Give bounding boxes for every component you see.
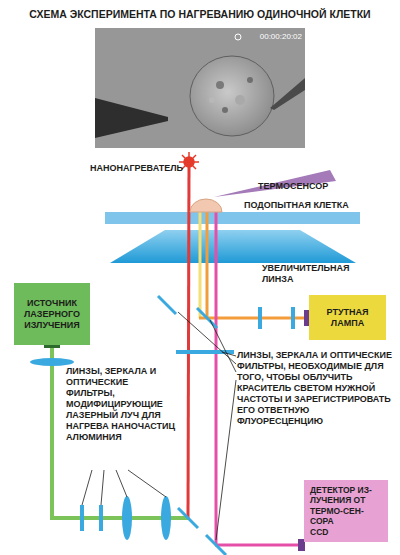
pipette — [270, 78, 305, 110]
fluorescence-beam — [215, 206, 218, 545]
mirror — [178, 508, 198, 528]
timer-icon — [235, 34, 241, 40]
ray — [182, 155, 196, 169]
cell-image — [190, 56, 274, 136]
node-text: ДЕТЕКТОР ИЗ-ЛУЧЕНИЯ ОТ ТЕРМО-СЕН-СОРА — [310, 485, 385, 527]
node-text: ИСТОЧНИК ЛАЗЕРНОГО ИЗЛУЧЕНИЯ — [16, 298, 88, 331]
timestamp: 00:00:20:02 — [236, 32, 302, 42]
test-cell — [190, 199, 222, 212]
part-label: НАНОНАГРЕВАТЕЛЬ — [90, 163, 180, 174]
mercury-lamp-box: РТУТНАЯ ЛАМПА — [309, 295, 386, 340]
nanoheater-symbol — [179, 152, 199, 172]
micrograph — [95, 28, 305, 148]
heater-core — [184, 157, 194, 167]
fluorescence-beam — [215, 544, 300, 547]
laser-beam — [50, 347, 54, 518]
leader-line — [216, 380, 236, 540]
leader-line — [178, 312, 236, 364]
lens — [122, 496, 132, 540]
filter — [258, 307, 262, 329]
part-label: ПОДОПЫТНАЯ КЛЕТКА — [244, 200, 364, 211]
cell-texture — [222, 107, 228, 113]
cell-texture — [209, 97, 215, 103]
part-label: УВЕЛИЧИТЕЛЬНАЯ ЛИНЗА — [262, 263, 352, 285]
note: ЛИНЗЫ, ЗЕРКАЛА И ОПТИЧЕСКИЕ ФИЛЬТРЫ, МОД… — [66, 366, 178, 443]
mirror — [158, 296, 176, 314]
leader-line — [82, 470, 92, 505]
pipette — [95, 98, 168, 138]
detector-box: ДЕТЕКТОР ИЗ-ЛУЧЕНИЯ ОТ ТЕРМО-СЕН-СОРАCCD — [304, 480, 388, 542]
excitation-beam — [206, 206, 209, 318]
filter — [99, 505, 103, 531]
leader-line — [210, 320, 236, 372]
mirror — [197, 308, 217, 328]
note: ЛИНЗЫ, ЗЕРКАЛА И ОПТИЧЕСКИЕ ФИЛЬТРЫ, НЕО… — [237, 350, 397, 427]
part-label: ТЕРМОСЕНСОР — [258, 181, 358, 192]
laser-source-box: ИСТОЧНИК ЛАЗЕРНОГО ИЗЛУЧЕНИЯ — [14, 283, 90, 345]
cell-texture — [216, 81, 224, 89]
lens — [30, 358, 74, 366]
filter — [80, 505, 84, 531]
leader-line — [116, 470, 127, 497]
magnifying-lens — [110, 230, 356, 263]
leader-line — [222, 352, 236, 356]
filter — [291, 307, 295, 329]
diagram-title: СХЕМА ЭКСПЕРИМЕНТА ПО НАГРЕВАНИЮ ОДИНОЧН… — [0, 8, 400, 20]
glass-slide — [105, 212, 360, 224]
lens — [161, 496, 171, 540]
ray — [182, 155, 196, 169]
leader-line — [101, 470, 104, 505]
node-text: РТУТНАЯ ЛАМПА — [311, 307, 384, 329]
leader-line — [128, 470, 166, 497]
cell-texture — [235, 95, 245, 105]
cell-texture — [247, 77, 253, 83]
heating-beam — [188, 167, 189, 518]
node-text: CCD — [310, 527, 385, 538]
excitation-beam — [199, 206, 202, 318]
